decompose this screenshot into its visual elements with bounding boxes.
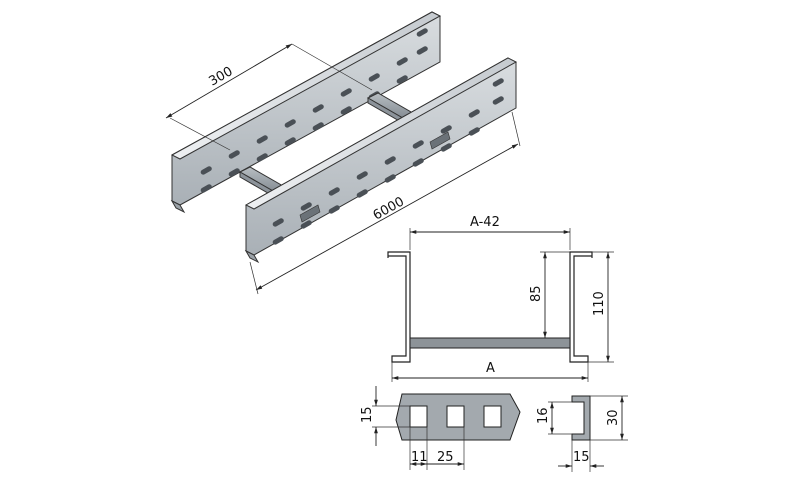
dimension-110-label: 110	[592, 291, 607, 316]
slot-detail-view: 15 11 25	[360, 386, 521, 470]
slot-height-label: 15	[360, 406, 375, 423]
slot-pitch-label: 25	[437, 450, 454, 465]
dimension-85-label: 85	[529, 285, 544, 302]
right-profile	[569, 251, 593, 363]
profile-c-section	[571, 395, 591, 441]
slot-gap-label: 11	[411, 450, 428, 465]
back-rail-slots	[200, 28, 428, 193]
dimension-a-label: A	[486, 361, 495, 376]
isometric-ladder: 300 6000	[165, 11, 521, 295]
profile-outer-label: 30	[606, 409, 621, 426]
profile-width-label: 15	[573, 450, 590, 465]
left-profile	[387, 251, 411, 363]
slot-holes	[409, 405, 502, 428]
dimension-6000-label: 6000	[371, 194, 407, 223]
profile-detail-view: 16 30 15	[536, 395, 628, 472]
profile-inner-label: 16	[536, 407, 551, 424]
rung-section	[409, 337, 571, 349]
cross-section-view: A-42 85 110 A	[387, 215, 614, 382]
back-side-rail	[170, 11, 442, 214]
dimension-a42-label: A-42	[470, 215, 500, 230]
